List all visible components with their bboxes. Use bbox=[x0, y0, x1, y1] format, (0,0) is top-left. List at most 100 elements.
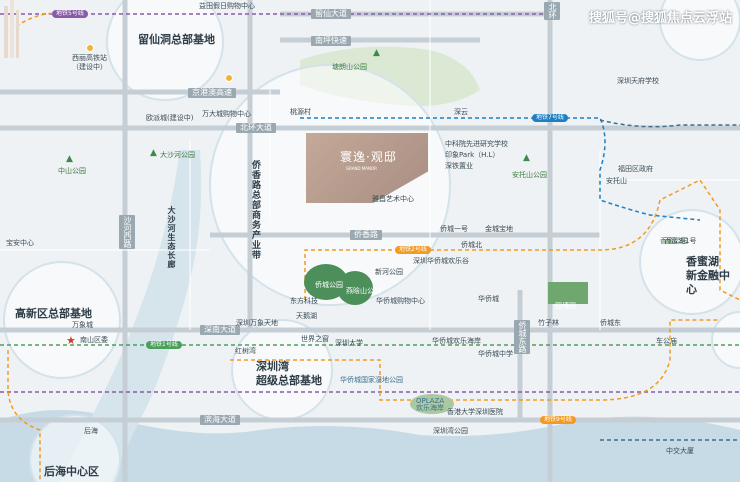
metro-line9-label: 地铁9号线 bbox=[540, 416, 576, 424]
district-houhai: 后海中心区 bbox=[44, 465, 99, 478]
liuxian-circle bbox=[106, 0, 224, 101]
road-liuxian: 留仙大道 bbox=[311, 9, 351, 19]
metro-line7-path bbox=[300, 117, 701, 221]
anto-tree-icon: ▲ bbox=[523, 153, 530, 163]
poi-zhuzilin-label: 竹子林 bbox=[538, 319, 559, 327]
tanglang-tree-icon: ▲ bbox=[373, 48, 380, 58]
dashahe-river bbox=[60, 150, 202, 482]
poi-nanshan-label: 南山区委 bbox=[80, 336, 108, 344]
district-liuxiandong: 留仙洞总部基地 bbox=[138, 33, 215, 46]
district-shenzhenwan: 深圳湾 超级总部基地 bbox=[256, 360, 322, 387]
poi-oct-label: 华侨城欢乐海岸 bbox=[432, 337, 481, 345]
poi-xili-hsr-label: 西丽高铁站 （建设中） bbox=[72, 54, 107, 71]
poi-qiaoxin-label: 侨城一号 bbox=[440, 225, 468, 233]
poi-hongshu-label: 红树湾 bbox=[235, 347, 256, 355]
poi-xili-hsr[interactable] bbox=[86, 44, 94, 52]
park-yanshan: 燕晗山公园 bbox=[346, 287, 381, 295]
district-gaoxin: 高新区总部基地 bbox=[15, 307, 92, 320]
poi-shenda-label: 深圳大学 bbox=[335, 339, 363, 347]
nanshan-government-star: ★ bbox=[66, 334, 76, 347]
poi-baoneng-label: 宝安中心 bbox=[6, 239, 34, 247]
top-right-circle bbox=[659, 0, 740, 61]
poi-ganglong-label: 华侨城购物中心 bbox=[376, 297, 425, 305]
poi-wanda-label: 万大城购物中心 bbox=[202, 110, 251, 118]
district-xiangmi: 香蜜湖 新金融中心 bbox=[686, 255, 730, 296]
poi-anto-station-label: 安托山 bbox=[606, 177, 627, 185]
poi-hualian-label: 华侨城 bbox=[478, 295, 499, 303]
road-beihuan: 北环大道 bbox=[236, 123, 276, 133]
park-yuanboyuan: 园博园 bbox=[555, 302, 576, 310]
poi-qiaocheng-dong-label: 侨城东 bbox=[600, 319, 621, 327]
metro-line1-label: 地铁1号线 bbox=[146, 341, 182, 349]
poi-dongfang-label: 东方科技 bbox=[290, 297, 318, 305]
poi-ganzhi-label: 雅昌艺术中心 bbox=[372, 195, 414, 203]
poi-hk-uni-label: 香港大学深圳医院 bbox=[447, 408, 503, 416]
houhai-circle bbox=[29, 414, 121, 482]
poi-xingyao-label: 深圳华侨城欢乐谷 bbox=[413, 257, 469, 265]
poi-shiji-label: 世界之窗 bbox=[301, 335, 329, 343]
road-jinggang: 京港澳高速 bbox=[188, 88, 236, 98]
poi-shenzhenwan-park-label: 深圳湾公园 bbox=[433, 427, 468, 435]
park-qiaocheng: 侨城公园 bbox=[315, 281, 343, 289]
road-qiaoxiang: 侨香路 bbox=[350, 230, 382, 240]
metro-line7-label: 地铁7号线 bbox=[532, 114, 568, 122]
poi-fuhua-label: 福田区政府 bbox=[618, 165, 653, 173]
tower-icon bbox=[4, 0, 19, 58]
poi-tianyi-label: 天鹅湖 bbox=[296, 312, 317, 320]
poi-houhai-station-label: 后海 bbox=[84, 427, 98, 435]
park-anto: 安托山公园 bbox=[512, 171, 547, 179]
poi-qiaocheng-north-label: 侨城北 bbox=[461, 241, 482, 249]
poi-zhongke-label: 中科院先进研究学校 bbox=[445, 140, 508, 148]
metro-line-left-path bbox=[7, 350, 41, 482]
road-nanping: 南坪快速 bbox=[311, 36, 351, 46]
road-shennan: 深南大道 bbox=[200, 325, 240, 335]
project-subtitle: GRAND MANOR bbox=[346, 166, 377, 171]
eco-corridor-label: 大沙河生态长廊 bbox=[167, 206, 176, 269]
poi-oupai-label: 欧派城(建设中) bbox=[146, 114, 194, 122]
poi-huaqiao-school-label: 华侨城中学 bbox=[478, 350, 513, 358]
industry-belt-label: 侨香路总部商务产业带 bbox=[250, 160, 260, 260]
park-oplaza: OPLAZA 欢乐海岸 bbox=[416, 397, 445, 412]
watermark: 搜狐号@搜狐焦点云浮站 bbox=[588, 11, 732, 26]
road-qiaocheng-east: 侨城东路 bbox=[514, 320, 530, 354]
poi-xiyi-label: 益田假日购物中心 bbox=[199, 2, 255, 10]
oplaza-shape bbox=[410, 394, 454, 414]
poi-yinrong-label: 印象Park（H.L） bbox=[445, 151, 500, 159]
yuanboyuan-shape bbox=[548, 282, 588, 304]
road-shahe-west: 沙河西路 bbox=[119, 215, 135, 249]
metro-line-extra-path bbox=[599, 119, 740, 128]
poi-tianfu-label: 深圳天府学校 bbox=[617, 77, 659, 85]
gaoxin-circle bbox=[3, 261, 121, 379]
bay-water bbox=[0, 410, 740, 482]
qiaocheng-park-shape bbox=[304, 264, 348, 300]
yanshan-park-shape bbox=[337, 271, 373, 305]
park-tanglang: 塘朗山公园 bbox=[332, 63, 367, 71]
poi-wanxiang-label: 万象城 bbox=[72, 321, 93, 329]
dashahe-tree-icon: ▲ bbox=[150, 148, 157, 158]
road-binhai: 滨海大道 bbox=[200, 415, 240, 425]
park-zhongshan: 中山公园 bbox=[58, 167, 86, 175]
poi-chegongmiao-label: 车公庙 bbox=[656, 337, 677, 345]
poi-ganglian-label: 金城宝地 bbox=[485, 225, 513, 233]
xiangmi-circle bbox=[639, 209, 740, 315]
minor-roads bbox=[0, 0, 740, 330]
road-beijiao: 北环 bbox=[544, 2, 560, 20]
zhongshan-tree-icon: ▲ bbox=[66, 154, 73, 164]
park-dashahe: 大沙河公园 bbox=[160, 151, 195, 159]
metro-line2-label: 地铁2号线 bbox=[395, 246, 431, 254]
poi-xiangmi-gallery-label: 香蜜湖1号 bbox=[664, 237, 697, 245]
metro-line9-path bbox=[230, 319, 720, 401]
poi-shenyun-label: 深云 bbox=[454, 108, 468, 116]
poi-oupai[interactable] bbox=[225, 74, 233, 82]
right-edge-circle bbox=[711, 311, 740, 369]
park-xiangmi: 香蜜公园 bbox=[660, 237, 688, 245]
poi-xinhe-label: 新河公园 bbox=[375, 268, 403, 276]
poi-taoyuan-label: 桃源村 bbox=[290, 108, 311, 116]
metro-line5-label: 地铁5号线 bbox=[52, 10, 88, 18]
poi-zhongjiao-label: 中交大厦 bbox=[666, 447, 694, 455]
poi-shenlian-label: 深圳万象天地 bbox=[236, 319, 278, 327]
metro-line2-path bbox=[304, 179, 740, 301]
